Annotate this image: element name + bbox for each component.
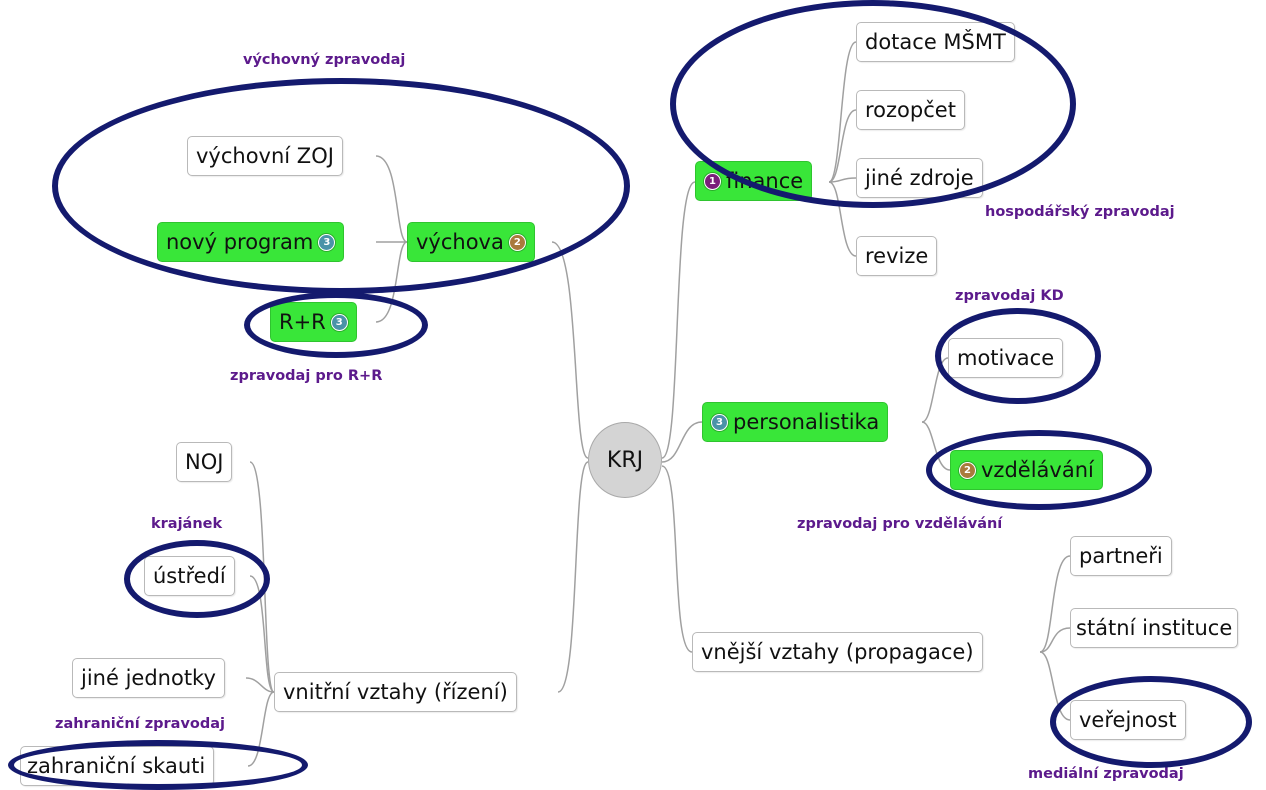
node-jine-jednotky[interactable]: jiné jednotky (72, 658, 225, 698)
node-revize-label: revize (865, 244, 929, 268)
annotation-krajanek: krajánek (151, 516, 223, 532)
link-krj-vnejsi (661, 465, 693, 653)
annotation-zpravodaj-vzdelavani: zpravodaj pro vzdělávání (797, 516, 1003, 532)
annotation-hospodarsky-zpravodaj: hospodářský zpravodaj (985, 204, 1175, 220)
link-krj-personalistika (661, 421, 703, 463)
priority-1-icon: 1 (704, 172, 721, 190)
node-noj-label: NOJ (185, 450, 224, 474)
annotation-vychovny-zpravodaj: výchovný zpravodaj (243, 52, 406, 68)
node-jine-jednotky-label: jiné jednotky (81, 666, 216, 690)
node-personalistika[interactable]: 3 personalistika (702, 402, 889, 442)
central-node-label: KRJ (606, 447, 644, 473)
annotation-zpravodaj-kd: zpravodaj KD (955, 288, 1064, 304)
annotation-zpravodaj-rr: zpravodaj pro R+R (230, 368, 383, 384)
highlight-ring-finance (670, 0, 1076, 208)
node-noj[interactable]: NOJ (176, 442, 233, 482)
node-vnitrni-vztahy-label: vnitřní vztahy (řízení) (283, 680, 508, 704)
highlight-ring-rr (244, 292, 428, 358)
node-statni-instituce-label: státní instituce (1076, 616, 1233, 640)
node-revize[interactable]: revize (856, 236, 938, 276)
annotation-medialni-zpravodaj: mediální zpravodaj (1028, 766, 1184, 782)
link-vnejsi-partneri (1039, 555, 1071, 653)
node-vnitrni-vztahy[interactable]: vnitřní vztahy (řízení) (274, 672, 517, 712)
link-krj-vnitrni (557, 461, 589, 693)
highlight-ring-verejnost (1050, 676, 1252, 768)
highlight-ring-ustredi (124, 540, 270, 618)
highlight-ring-vychova (52, 78, 630, 294)
priority-3-icon: 3 (711, 413, 728, 431)
node-partneri[interactable]: partneři (1070, 536, 1172, 576)
node-vnejsi-vztahy-label: vnější vztahy (propagace) (701, 640, 974, 664)
node-statni-instituce[interactable]: státní instituce (1070, 608, 1239, 648)
highlight-ring-motivace (935, 308, 1101, 404)
link-krj-finance (661, 181, 696, 459)
node-partneri-label: partneři (1079, 544, 1163, 568)
link-krj-vychova (551, 241, 589, 459)
node-personalistika-label: personalistika (733, 410, 880, 434)
link-vnitrni-jine (245, 677, 275, 693)
highlight-ring-zahranicni (8, 740, 308, 790)
node-vnejsi-vztahy[interactable]: vnější vztahy (propagace) (692, 632, 983, 672)
central-node-krj[interactable]: KRJ (588, 422, 662, 498)
highlight-ring-vzdelavani (926, 430, 1152, 510)
link-vnejsi-instituce (1039, 627, 1071, 653)
annotation-zahranicni-zpravodaj: zahraniční zpravodaj (55, 716, 226, 732)
